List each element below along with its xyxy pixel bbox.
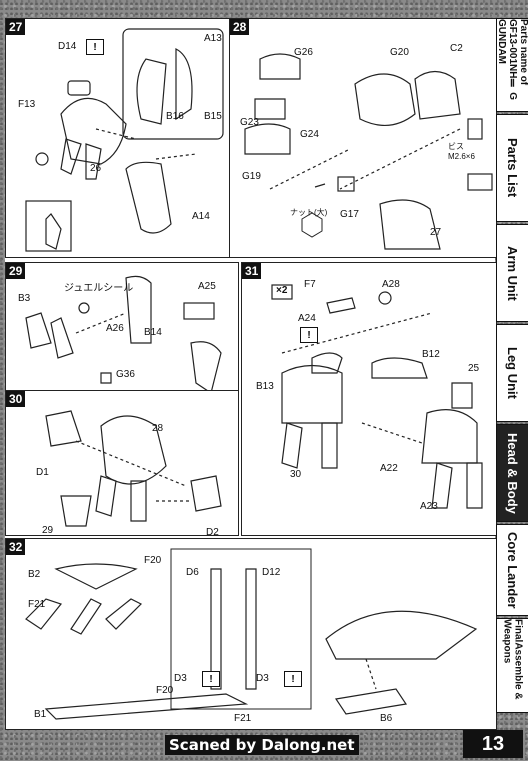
part-label: B2 — [28, 569, 41, 580]
part-label: G36 — [116, 369, 135, 380]
part-label: 28 — [152, 423, 164, 434]
warning-icon: ! — [202, 671, 220, 687]
part-label: D2 — [206, 527, 219, 538]
tab-label: Parts List — [505, 138, 520, 198]
part-label: A23 — [420, 501, 438, 512]
part-label: G23 — [240, 117, 259, 128]
warning-icon: ! — [300, 327, 318, 343]
part-label: ナット(大) — [290, 208, 328, 217]
part-label: D3 — [174, 673, 187, 684]
part-label: C2 — [450, 43, 463, 54]
part-label: G20 — [390, 47, 409, 58]
step-32-panel: 32 B2 F20 F21 D6 D12 D3 ! D3 ! F20 B1 F2… — [5, 538, 497, 730]
tab-label: Arm Unit — [505, 245, 520, 301]
step-30-diagram — [45, 410, 222, 527]
part-label: A26 — [106, 323, 124, 334]
step-number: 30 — [6, 391, 26, 407]
part-label: 26 — [90, 163, 102, 174]
part-label: F20 — [144, 555, 162, 566]
part-label: G17 — [340, 209, 359, 220]
part-label: B13 — [256, 381, 274, 392]
step-29-panel: 29 ジュエルシール B3 A26 B14 A25 G36 — [5, 262, 239, 408]
part-label: D12 — [262, 567, 281, 578]
part-label: F21 — [234, 713, 252, 724]
tab-label: Head & Body — [505, 432, 520, 514]
warning-icon: ! — [86, 39, 104, 55]
step-28-diagram — [244, 53, 493, 250]
tab-parts-list[interactable]: Parts List — [496, 114, 528, 222]
part-label: A13 — [204, 33, 222, 44]
page-number: 13 — [463, 730, 523, 758]
warning-icon: ! — [284, 671, 302, 687]
step-27-panel: 27 D14 ! A13 B16 B15 F13 26 A14 — [5, 18, 233, 258]
tab-core-lander[interactable]: Core Lander — [496, 524, 528, 616]
part-label: D1 — [36, 467, 49, 478]
step-32-diagram — [25, 548, 478, 720]
tab-label: FinalAssemble & Weapons — [501, 619, 524, 700]
part-label: F21 — [28, 599, 46, 610]
part-label: ビス M2.6×6 — [448, 142, 475, 161]
part-label: F7 — [304, 279, 316, 290]
step-28-panel: 28 G26 G20 C2 G23 G24 G19 G17 27 ナット(大) — [229, 18, 497, 258]
step-number: 27 — [6, 19, 26, 35]
part-label: A25 — [198, 281, 216, 292]
part-label: B12 — [422, 349, 440, 360]
scanner-credit: Scaned by Dalong.net — [165, 735, 359, 755]
tab-label: Parts name of GF13-001NHⅡ G GUNDAM — [496, 19, 528, 101]
part-label: D14 — [58, 41, 77, 52]
part-label: A14 — [192, 211, 210, 222]
part-label: ジュエルシール — [64, 283, 134, 294]
tab-parts-name[interactable]: Parts name of GF13-001NHⅡ G GUNDAM — [496, 18, 528, 112]
tab-label: Leg Unit — [505, 347, 520, 399]
part-label: A22 — [380, 463, 398, 474]
step-number: 32 — [6, 539, 26, 555]
part-label: A24 — [298, 313, 316, 324]
part-label: G24 — [300, 129, 319, 140]
part-label: 29 — [42, 525, 54, 536]
tab-arm-unit[interactable]: Arm Unit — [496, 224, 528, 322]
part-label: 25 — [468, 363, 480, 374]
part-label: G26 — [294, 47, 313, 58]
step-31-diagram — [271, 284, 483, 509]
part-label: B14 — [144, 327, 162, 338]
tab-head-body[interactable]: Head & Body — [496, 424, 528, 522]
instruction-sheet: 27 D14 ! A13 B16 B15 F13 26 A14 — [5, 18, 497, 730]
part-label: B3 — [18, 293, 31, 304]
part-label: G19 — [242, 171, 261, 182]
step-29-diagram — [25, 275, 222, 394]
part-label: D6 — [186, 567, 199, 578]
tab-label: Core Lander — [505, 531, 520, 609]
step-27-diagram — [25, 28, 224, 252]
part-label: B16 — [166, 111, 184, 122]
part-label: F20 — [156, 685, 174, 696]
part-label: B15 — [204, 111, 222, 122]
part-label: B6 — [380, 713, 393, 724]
part-label: A28 — [382, 279, 400, 290]
part-label: 27 — [430, 227, 442, 238]
step-30-panel: 30 28 D1 29 D2 — [5, 390, 239, 538]
part-label: 30 — [290, 469, 302, 480]
step-number: 29 — [6, 263, 26, 279]
part-label: D3 — [256, 673, 269, 684]
page-footer: Scaned by Dalong.net 13 — [0, 730, 528, 761]
step-number: 31 — [242, 263, 262, 279]
tab-final-assemble[interactable]: FinalAssemble & Weapons — [496, 618, 528, 713]
step-31-panel: 31 ×2 F7 A28 A24 ! B12 25 B13 30 — [241, 262, 497, 536]
part-label: F13 — [18, 99, 36, 110]
part-label: ×2 — [276, 285, 288, 296]
section-tabs: Parts name of GF13-001NHⅡ G GUNDAM Parts… — [496, 18, 528, 713]
step-number: 28 — [230, 19, 250, 35]
tab-leg-unit[interactable]: Leg Unit — [496, 324, 528, 422]
part-label: B1 — [34, 709, 47, 720]
